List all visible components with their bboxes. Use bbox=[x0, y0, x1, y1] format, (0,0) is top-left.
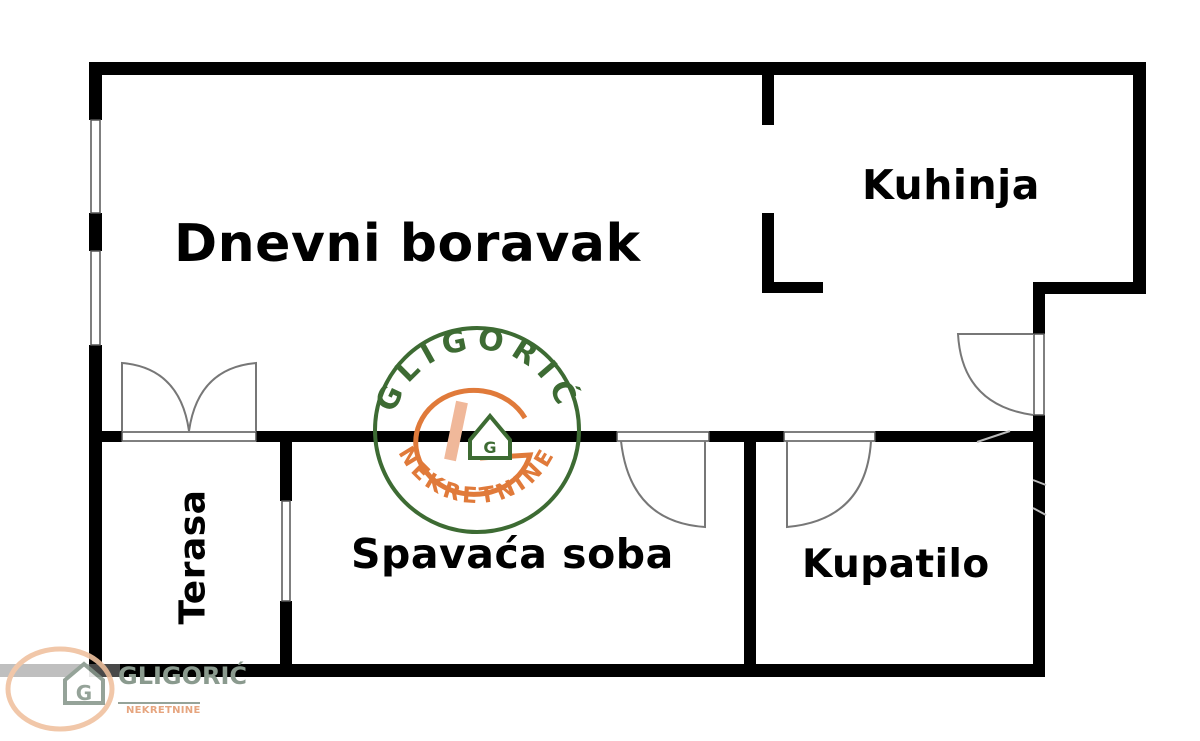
stamp-peach-stroke bbox=[444, 400, 468, 462]
wall-top bbox=[89, 62, 1146, 75]
window-left-1 bbox=[90, 119, 101, 214]
stamp-top-text: GLIGORIĆ bbox=[369, 321, 588, 416]
wall-kitchen-right bbox=[1133, 62, 1146, 294]
window-left-2 bbox=[90, 250, 101, 346]
wall-right-lower bbox=[1033, 282, 1045, 334]
wall-left-3 bbox=[89, 345, 102, 677]
house-icon bbox=[468, 412, 512, 460]
logo-subtitle: NEKRETNINE bbox=[126, 705, 201, 716]
wall-left-2 bbox=[89, 213, 102, 251]
door-bedroom bbox=[620, 440, 706, 529]
logo-name: GLIGORIĆ bbox=[118, 662, 248, 690]
walls bbox=[89, 62, 1146, 677]
wall-kitchen-stub bbox=[762, 282, 823, 293]
door-terasa-right bbox=[188, 361, 257, 432]
wall-step bbox=[1033, 282, 1146, 294]
logo-house-icon bbox=[63, 661, 105, 705]
wall-kitchen-partition-top bbox=[762, 62, 774, 125]
door-entrance bbox=[956, 333, 1034, 416]
stamp-watermark: GLIGORIĆ NEKRETNINE G bbox=[369, 321, 588, 534]
faint-marks bbox=[976, 430, 1047, 516]
windows bbox=[90, 119, 1045, 602]
wall-bottom bbox=[89, 664, 1045, 677]
door-frame-bedroom bbox=[616, 431, 710, 442]
room-label-kuhinja: Kuhinja bbox=[862, 161, 1040, 209]
window-terasa-door bbox=[121, 431, 257, 442]
wall-right-lower-2 bbox=[1033, 415, 1045, 677]
doors bbox=[121, 333, 1034, 529]
door-frame-bath bbox=[783, 431, 876, 442]
wall-bath bbox=[744, 431, 756, 677]
door-bathroom bbox=[786, 440, 872, 529]
stamp-ring bbox=[373, 326, 581, 534]
logo-watermark: G bbox=[0, 646, 200, 732]
door-frame-entrance bbox=[1033, 333, 1045, 416]
logo-orange-ring bbox=[5, 646, 115, 732]
wall-interior-h1 bbox=[89, 431, 122, 442]
door-terasa-left bbox=[121, 361, 190, 432]
wall-kitchen-partition-bottom bbox=[762, 213, 774, 293]
wall-interior-h2 bbox=[256, 431, 617, 442]
stamp-orange-g bbox=[413, 387, 534, 497]
wall-left-1 bbox=[89, 62, 102, 120]
room-label-kupatilo: Kupatilo bbox=[802, 542, 990, 587]
room-label-terasa: Terasa bbox=[172, 489, 214, 625]
room-label-dnevni-boravak: Dnevni boravak bbox=[174, 214, 641, 274]
wall-interior-h4 bbox=[875, 431, 1045, 442]
wall-terasa-2 bbox=[280, 601, 292, 677]
logo-monogram: G bbox=[76, 681, 92, 705]
stamp-monogram: G bbox=[483, 438, 496, 457]
room-label-spavaca-soba: Spavaća soba bbox=[351, 530, 674, 578]
window-terasa bbox=[281, 500, 291, 602]
wall-terasa-1 bbox=[280, 431, 292, 501]
